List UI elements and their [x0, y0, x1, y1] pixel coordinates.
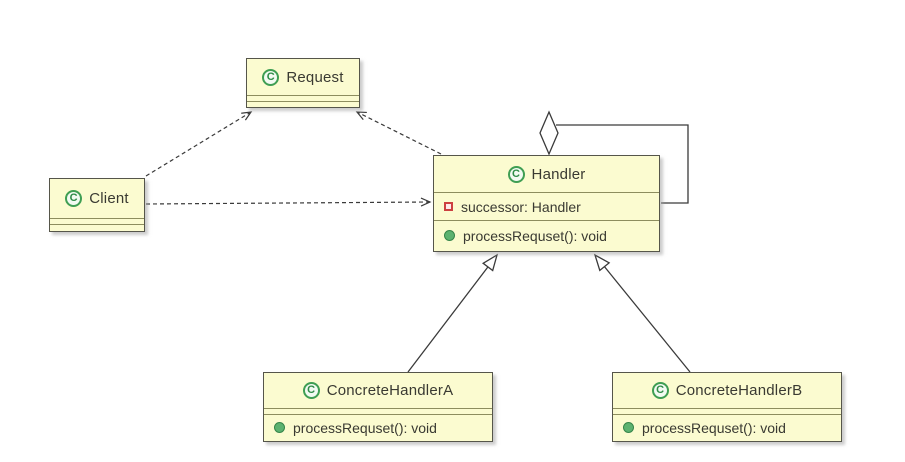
public-method-icon	[623, 422, 634, 433]
empty-methods-compartment	[50, 224, 144, 231]
aggregation-self-loop-handler	[556, 124, 689, 204]
class-title-request: C Request	[247, 59, 359, 95]
class-icon: C	[65, 190, 83, 207]
public-method-icon	[444, 230, 455, 241]
method-text: processRequset(): void	[463, 227, 607, 244]
generalization-arrow-concretehandlerb-to-handler	[593, 253, 691, 373]
attribute-text: successor: Handler	[461, 198, 581, 215]
private-field-icon	[444, 202, 453, 211]
class-icon: C	[651, 382, 669, 399]
generalization-arrow-concretehandlera-to-handler	[407, 253, 499, 373]
dependency-arrow-client-to-handler	[145, 197, 432, 207]
method-row: processRequset(): void	[264, 415, 492, 440]
class-name: Client	[89, 190, 129, 207]
class-box-request: C Request	[246, 58, 360, 108]
method-text: processRequset(): void	[293, 419, 437, 436]
class-box-handler: C Handler successor: Handler processRequ…	[433, 155, 660, 252]
method-row: processRequset(): void	[434, 221, 659, 250]
methods-compartment: processRequset(): void	[434, 220, 659, 250]
empty-attributes-compartment	[50, 218, 144, 224]
methods-compartment: processRequset(): void	[264, 414, 492, 440]
empty-attributes-compartment	[613, 408, 841, 414]
dependency-arrow-handler-to-request	[355, 111, 442, 155]
class-name: ConcreteHandlerA	[326, 382, 454, 399]
class-title-client: C Client	[50, 179, 144, 218]
attribute-row: successor: Handler	[434, 193, 659, 220]
class-box-concretehandlerb: C ConcreteHandlerB processRequset(): voi…	[612, 372, 842, 442]
methods-compartment: processRequset(): void	[613, 414, 841, 440]
class-name: ConcreteHandlerB	[675, 382, 803, 399]
class-name: Handler	[531, 165, 586, 183]
public-method-icon	[274, 422, 285, 433]
class-box-client: C Client	[49, 178, 145, 232]
dependency-arrow-client-to-request	[145, 111, 253, 177]
empty-attributes-compartment	[264, 408, 492, 414]
class-icon: C	[507, 165, 525, 183]
class-name: Request	[286, 68, 344, 86]
class-title-concretehandlera: C ConcreteHandlerA	[264, 373, 492, 408]
class-title-handler: C Handler	[434, 156, 659, 192]
class-icon: C	[302, 382, 320, 399]
class-box-concretehandlera: C ConcreteHandlerA processRequset(): voi…	[263, 372, 493, 442]
class-icon: C	[262, 68, 280, 86]
class-title-concretehandlerb: C ConcreteHandlerB	[613, 373, 841, 408]
aggregation-diamond	[539, 110, 559, 156]
empty-attributes-compartment	[247, 95, 359, 101]
empty-methods-compartment	[247, 101, 359, 108]
attributes-compartment: successor: Handler	[434, 192, 659, 220]
method-row: processRequset(): void	[613, 415, 841, 440]
method-text: processRequset(): void	[642, 419, 786, 436]
